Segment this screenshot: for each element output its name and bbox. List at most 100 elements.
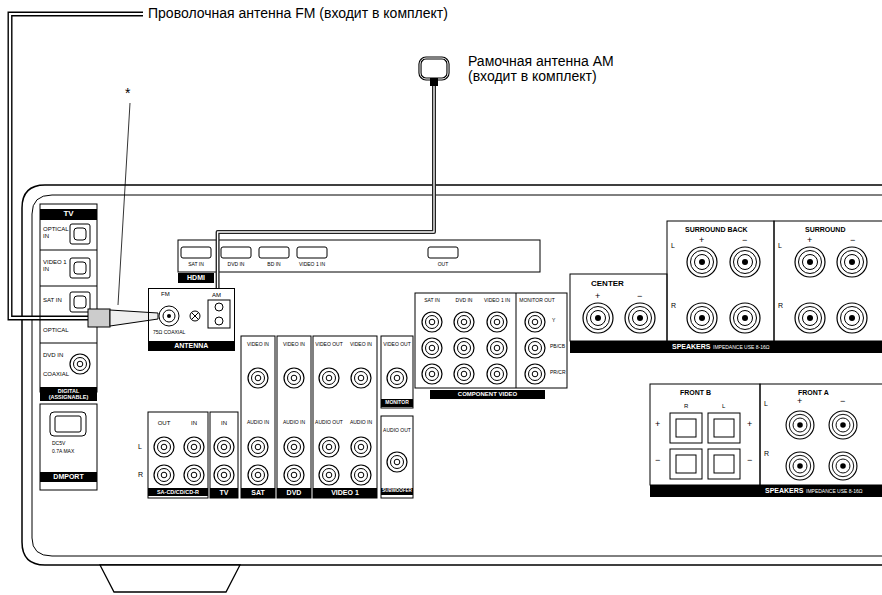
center-section [570,274,667,341]
hdmi-port [181,247,211,258]
hdmi-port [428,247,458,258]
binding-post [687,247,717,277]
sat-section [241,336,275,498]
panel-label: − [747,456,752,466]
panel-label: − [850,236,855,246]
section-band-label: VIDEO 1 [313,488,377,498]
rca-jack [154,465,174,485]
am-loop-antenna: Рамочная антенна AM (входит в комплект) [418,56,450,86]
binding-post [837,247,867,277]
jack-label: VIDEO IN [283,342,305,348]
jack-label: VIDEO IN [350,342,372,348]
jack-label: MONITOR OUT [519,298,554,304]
jack-label: AUDIO OUT [315,420,343,426]
section-band-label: COMPONENT VIDEO [430,390,545,399]
section-band-label: SUBWOOFER [381,488,413,495]
fm-jack [159,306,179,326]
panel-label: FRONT A [798,389,829,397]
rca-jack [154,437,174,457]
panel-label: + [747,420,752,430]
jack-label: AUDIO OUT [383,428,411,434]
hdmi-port [259,247,289,258]
rca-jack [387,452,407,472]
surround-section [774,221,882,341]
loop-frame [420,58,448,79]
panel-label: DVD IN [43,352,63,359]
front-a-section [760,384,882,485]
hdmi-port [221,247,251,258]
panel-label: + [699,236,704,246]
spring-terminal [708,413,740,443]
panel-label: − [742,236,747,246]
hdmi-port [297,247,327,258]
antenna-wire-core [218,86,434,288]
loop-base [430,78,438,86]
section-band-label: SPEAKERS [765,487,804,495]
jack-label: SAT IN [188,262,204,268]
jack-label: SAT IN [424,298,440,304]
optical-port-inner [74,296,86,308]
section-band-label: TV [40,209,97,220]
loop-frame-core [420,58,448,79]
rca-jack [487,312,507,332]
jack-label: VIDEO OUT [383,342,411,348]
jack-label: AUDIO IN [283,420,305,426]
section-band-label: SAT [241,488,275,498]
housing-outline [22,185,882,565]
rca-jack [422,364,442,384]
rca-jack [184,465,204,485]
rca-jack [422,312,442,332]
optical-port [70,224,90,244]
section-band-label: MONITOR [381,399,413,407]
rca-jack [319,465,339,485]
rca-jack [487,338,507,358]
panel-label: Y [552,318,555,324]
section-band-label: TV [210,488,238,498]
dmport-socket-inner [55,416,81,432]
panel-label: R [684,403,688,410]
divider [40,286,97,287]
rca-jack [319,437,339,457]
rca-jack [284,368,304,388]
jack-label: OUT [438,262,449,268]
rca-jack [248,368,268,388]
binding-post [786,411,814,439]
fm-plug-tip [110,310,158,326]
loop-antenna-shape [418,56,450,86]
section-band-label: DMPORT [40,472,97,482]
node-text: FM [161,291,170,298]
monitor-section [381,336,413,408]
rca-jack [422,338,442,358]
panel-label: L [764,400,768,408]
rca-jack [525,312,545,332]
panel-label: L [778,242,782,250]
section-band-label: IMPEDANCE USE 8-16Ω [806,489,863,495]
panel-label: R [764,450,769,458]
spring-terminal [670,413,702,443]
binding-post [795,247,825,277]
panel-label: OPTICAL [43,327,69,334]
dmport-socket [50,412,86,436]
rca-jack [487,364,507,384]
section-band-label: HDMI [178,273,214,283]
node-text: AM [212,292,221,299]
fm-plug [88,309,110,327]
front-b-section [650,384,760,485]
panel-label: PR/CR [550,370,566,376]
jack-label: VIDEO 1 IN [299,262,325,268]
panel-label: CENTER [591,280,624,289]
digital-section [40,204,97,392]
panel-label: R [778,302,783,310]
coaxial-jack [70,354,90,374]
antenna-wire [218,86,434,288]
optical-port-inner [74,228,86,240]
panel-label: SURROUND [805,226,845,234]
housing-foot [100,565,240,592]
speakers-band [650,485,882,497]
binding-post [730,303,760,333]
binding-post [730,247,760,277]
rca-jack [248,465,268,485]
fm-wire-core [10,14,143,318]
